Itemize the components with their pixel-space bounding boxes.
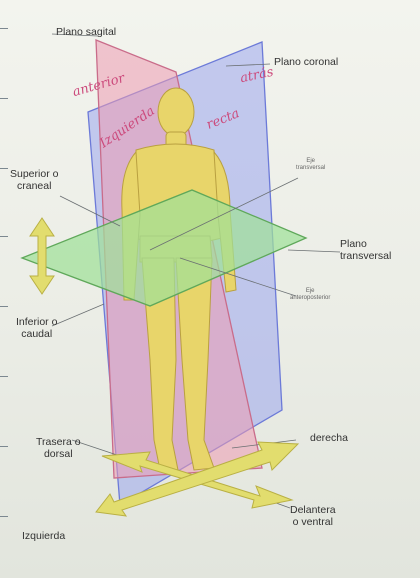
margin-line [0, 28, 8, 29]
label-superior: Superior o craneal [10, 168, 58, 192]
label-izquierda: Izquierda [22, 530, 65, 542]
margin-line [0, 376, 8, 377]
label-plano-sagital: Plano sagital [56, 26, 116, 38]
label-plano-coronal: Plano coronal [274, 56, 338, 68]
label-delantera: Delantera o ventral [290, 504, 336, 528]
label-derecha: derecha [310, 432, 348, 444]
margin-line [0, 516, 8, 517]
label-eje-transversal: Eje transversal [296, 158, 325, 171]
margin-line [0, 98, 8, 99]
label-inferior: Inferior o caudal [16, 316, 57, 340]
label-trasera: Trasera o dorsal [36, 436, 81, 460]
label-plano-transversal: Plano transversal [340, 238, 391, 262]
margin-line [0, 236, 8, 237]
margin-line [0, 446, 8, 447]
label-eje-anteroposterior: Eje anteroposterior [290, 288, 330, 301]
margin-line [0, 168, 8, 169]
margin-line [0, 306, 8, 307]
